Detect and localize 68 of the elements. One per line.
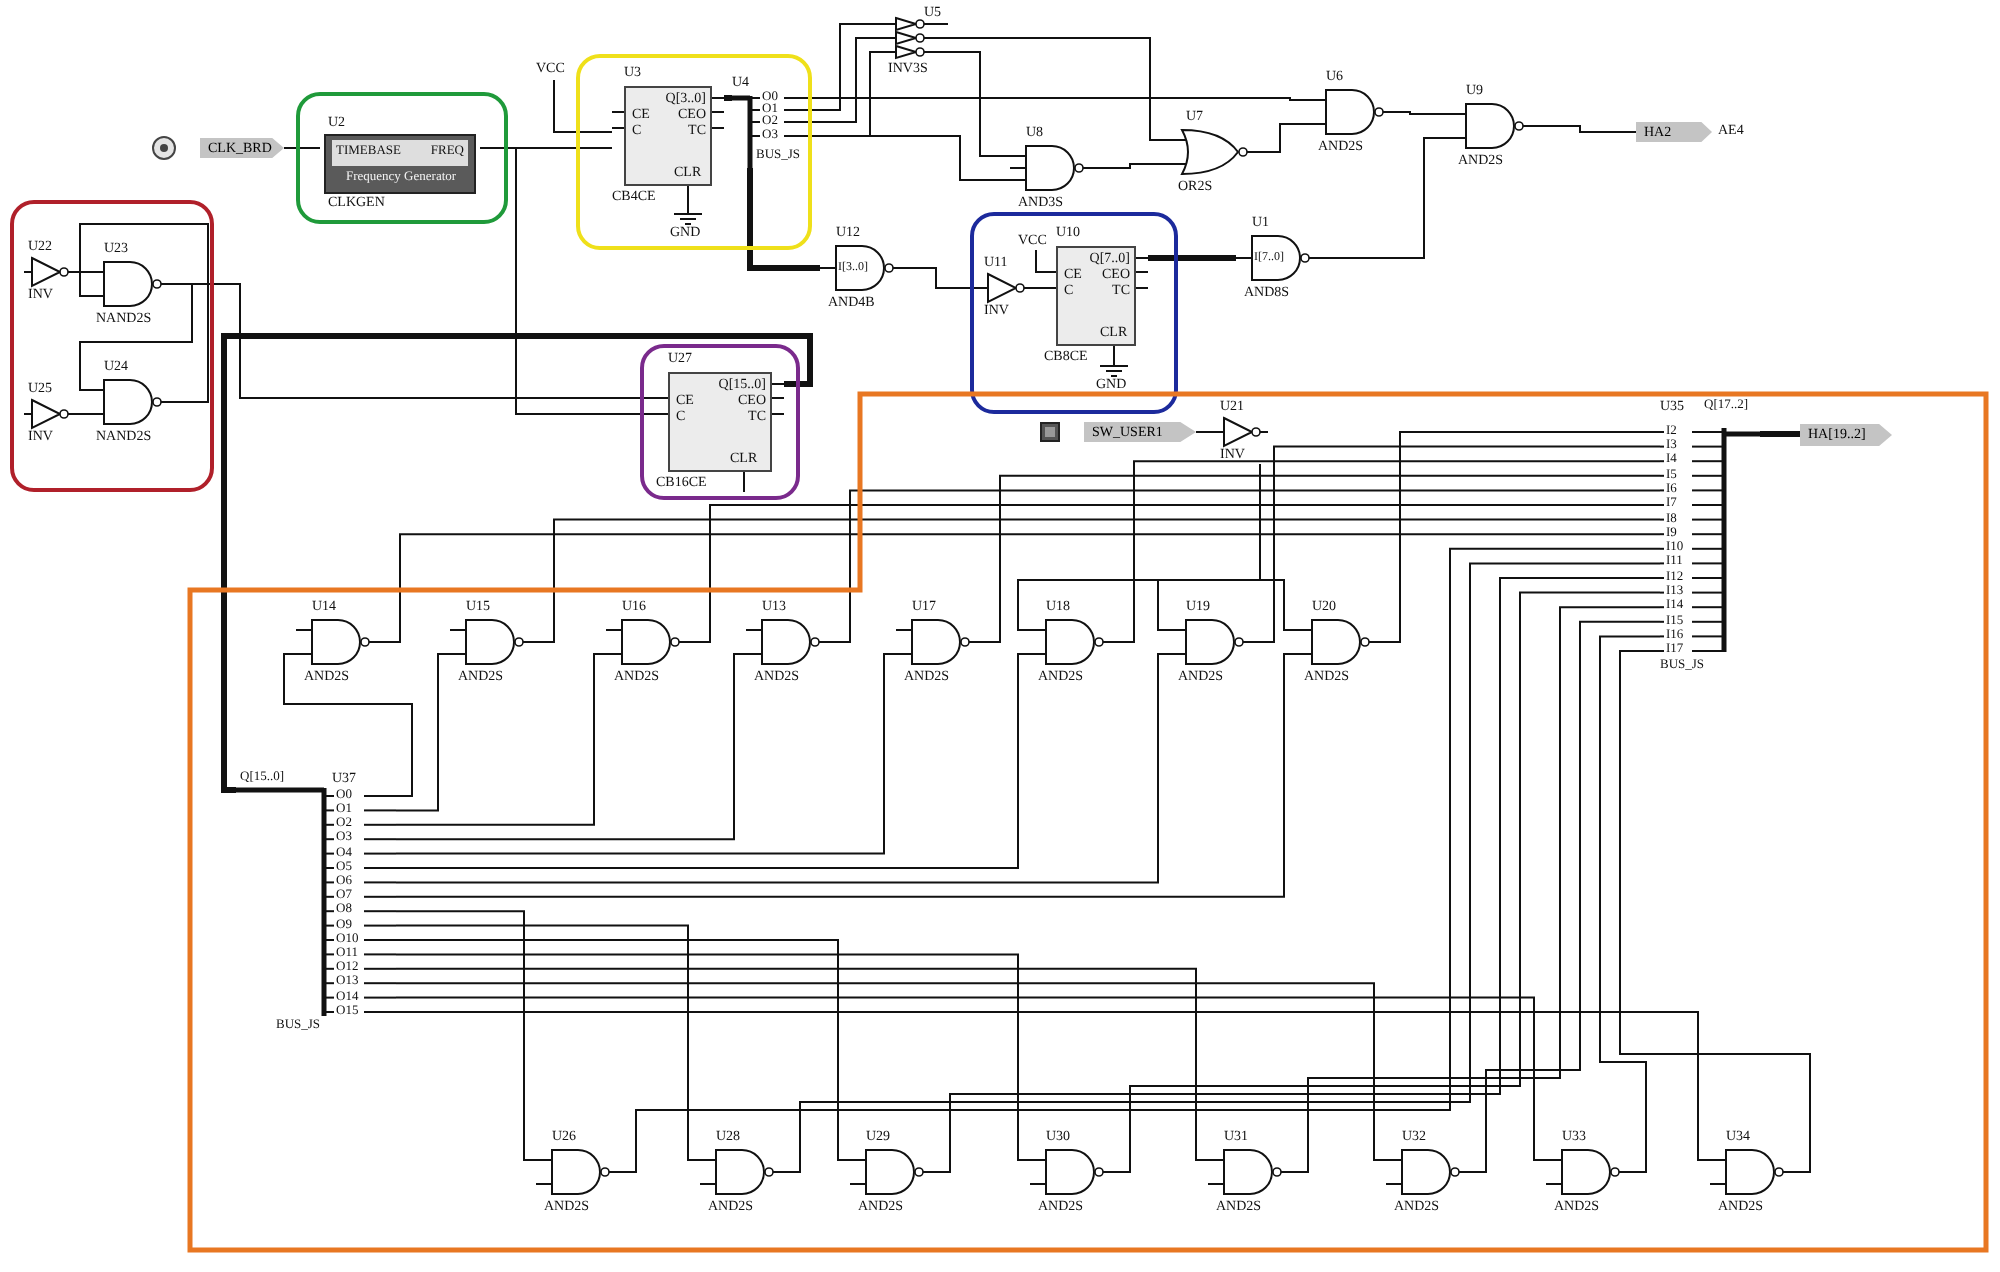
wire <box>1257 123 1311 153</box>
wire <box>1397 111 1451 115</box>
wire <box>1599 635 1661 1173</box>
wire <box>1031 287 1045 289</box>
wire <box>983 474 1661 643</box>
wire <box>537 518 1661 643</box>
wire <box>693 504 1661 643</box>
wire <box>553 79 613 133</box>
wire <box>395 653 747 841</box>
wire <box>803 37 881 123</box>
wire <box>79 283 193 391</box>
wire <box>383 533 1661 643</box>
wire <box>395 653 607 826</box>
wire <box>395 653 451 812</box>
wire <box>395 924 701 1161</box>
highlight-frame <box>640 344 800 500</box>
highlight-frame <box>296 92 508 224</box>
wire <box>1619 650 1811 1173</box>
wire <box>283 653 413 797</box>
wire <box>1195 431 1217 433</box>
wire <box>803 23 881 111</box>
wire <box>395 967 1209 1161</box>
bus-wire <box>747 168 823 271</box>
wire <box>1537 125 1637 133</box>
bus-wire <box>1148 255 1239 261</box>
wire <box>395 953 1031 1161</box>
wire <box>395 910 537 1161</box>
wire <box>623 547 1661 1173</box>
wire <box>1117 591 1661 1173</box>
highlight-frame <box>10 200 214 492</box>
wire <box>1383 431 1661 643</box>
wire <box>175 283 657 399</box>
wire <box>395 982 1387 1161</box>
wire <box>75 413 89 415</box>
highlight-frame <box>576 54 812 250</box>
bus-wire <box>221 333 813 793</box>
highlight-frame <box>970 212 1178 414</box>
wire <box>907 267 981 289</box>
wire <box>833 489 1661 643</box>
wire <box>1113 349 1115 363</box>
bus-wire <box>1760 431 1803 437</box>
wire <box>803 135 1011 181</box>
wire <box>937 577 1661 1173</box>
wire <box>1257 445 1661 643</box>
wire <box>803 97 1311 101</box>
wire <box>395 653 1297 898</box>
wire <box>395 939 851 1161</box>
wire <box>79 223 209 403</box>
wire <box>947 37 1171 141</box>
wire <box>395 996 1547 1161</box>
wire <box>395 653 1031 869</box>
wire <box>1323 137 1451 259</box>
wire <box>1259 463 1297 631</box>
wire <box>1035 249 1045 273</box>
wire <box>1097 163 1171 169</box>
wire <box>479 147 657 415</box>
wire <box>395 653 1171 884</box>
wire <box>1117 460 1661 643</box>
wire <box>1473 620 1661 1173</box>
wire <box>1295 606 1661 1173</box>
wire <box>787 562 1661 1173</box>
wire <box>283 147 321 149</box>
wire <box>687 189 689 211</box>
wire <box>75 271 89 273</box>
wire <box>395 1011 1711 1161</box>
bus-wire <box>724 95 735 101</box>
wire <box>947 51 1011 157</box>
wire <box>395 653 897 855</box>
